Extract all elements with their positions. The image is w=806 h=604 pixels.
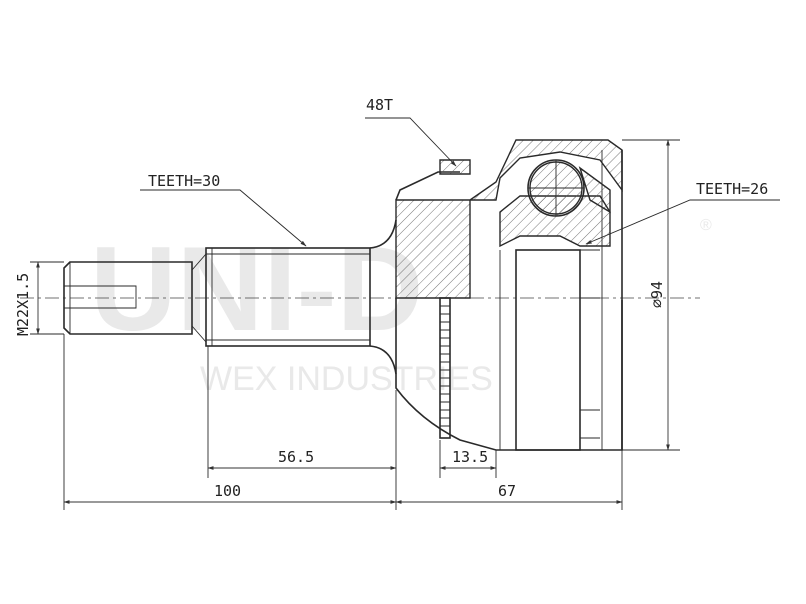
dimension-lines xyxy=(30,139,680,510)
label-shaft-teeth: TEETH=30 xyxy=(148,172,220,190)
label-inner-teeth: TEETH=26 xyxy=(696,180,768,198)
leader-lines xyxy=(140,117,780,247)
outer-housing xyxy=(395,139,623,451)
label-outer-diameter: ⌀94 xyxy=(648,281,666,308)
watermark-company: WEX INDUSTRIES xyxy=(200,360,493,398)
inner-race-cage xyxy=(499,159,611,248)
splined-shaft xyxy=(205,219,397,375)
label-thread-size: M22X1.5 xyxy=(14,273,32,336)
watermark-brand: UNI-D xyxy=(90,222,423,356)
abs-tone-ring xyxy=(439,297,451,439)
watermark-registered-mark: ® xyxy=(700,217,712,234)
label-dim-56-5: 56.5 xyxy=(278,448,314,466)
annotations: 48T TEETH=30 TEETH=26 M22X1.5 ⌀94 56.5 1… xyxy=(14,96,768,500)
label-dim-100: 100 xyxy=(214,482,241,500)
label-dim-13-5: 13.5 xyxy=(452,448,488,466)
threaded-stub xyxy=(63,253,207,343)
label-dim-67: 67 xyxy=(498,482,516,500)
label-abs-teeth: 48T xyxy=(366,96,393,114)
inner-race-body xyxy=(499,249,600,451)
